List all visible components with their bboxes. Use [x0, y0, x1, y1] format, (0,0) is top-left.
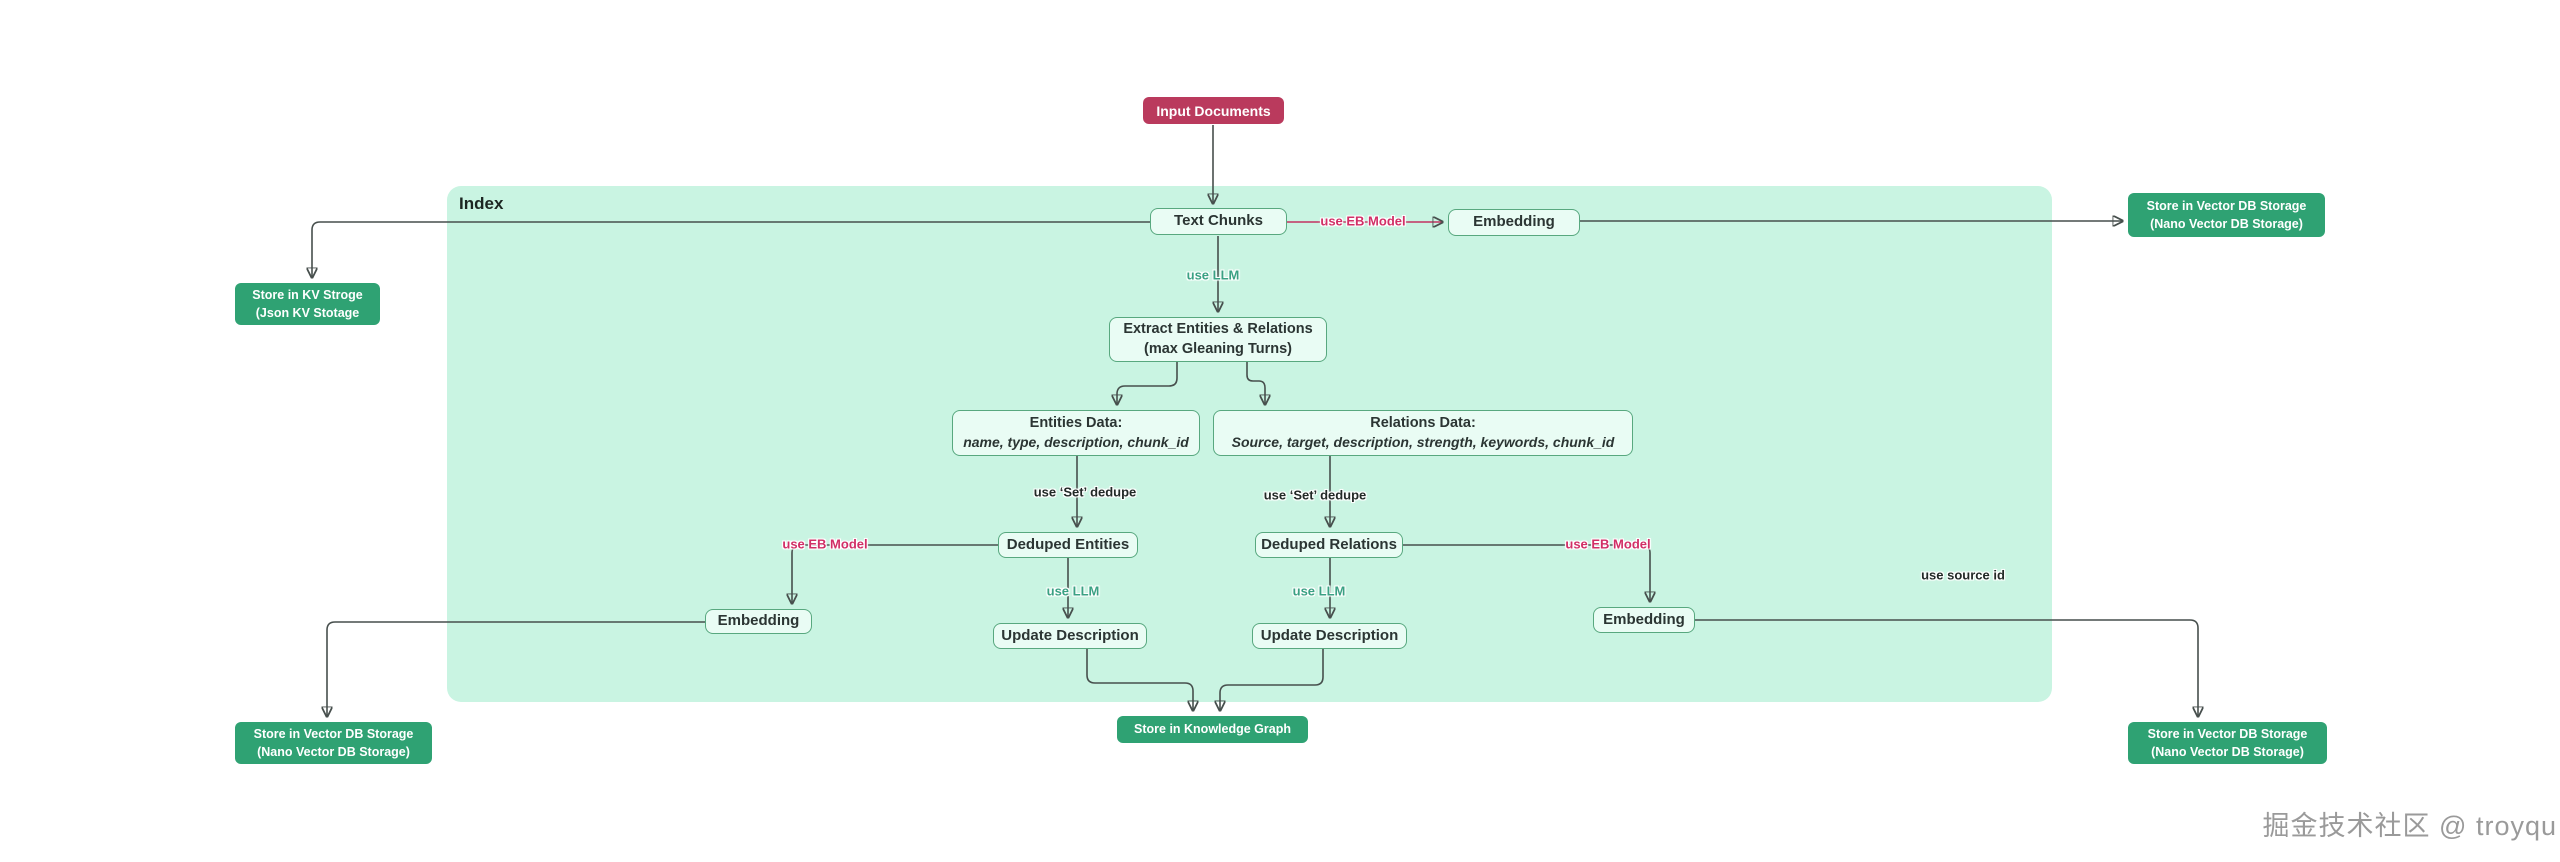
- edge-label-use-eb-model-right: use EB Model: [1565, 536, 1651, 552]
- edge-extract-to-relations: [1246, 362, 1265, 404]
- edge-label-use-source-id: use source id: [1921, 567, 2005, 583]
- node-embedding-top-label: Embedding: [1473, 213, 1555, 231]
- edge-update-right-to-kg: [1220, 649, 1324, 710]
- edge-label-use-llm-right: use LLM: [1292, 583, 1346, 599]
- node-store-vector-bottom-right: Store in Vector DB Storage (Nano Vector …: [2128, 722, 2327, 764]
- node-store-kv-line2: (Json KV Stotage: [255, 306, 360, 320]
- edge-chunks-to-kv: [312, 221, 1150, 277]
- node-store-kv: Store in KV Stroge (Json KV Stotage: [235, 283, 380, 325]
- node-update-description-right-label: Update Description: [1260, 626, 1399, 644]
- edge-label-use-eb-model-top: use EB Model: [1320, 213, 1406, 229]
- edge-deduped-to-embedding-right: [1403, 544, 1650, 601]
- node-store-kv-line1: Store in KV Stroge: [252, 287, 363, 302]
- node-input-documents: Input Documents: [1143, 97, 1284, 124]
- node-relations-data-fields: Source, target, description, strength, k…: [1231, 434, 1615, 451]
- node-text-chunks-label: Text Chunks: [1174, 212, 1263, 230]
- node-embedding-left: Embedding: [705, 609, 812, 634]
- node-update-description-left: Update Description: [993, 623, 1147, 649]
- node-store-knowledge-graph-label: Store in Knowledge Graph: [1134, 722, 1291, 737]
- node-deduped-entities-label: Deduped Entities: [1006, 535, 1130, 553]
- watermark: 掘金技术社区 @ troyqu: [2262, 811, 2557, 841]
- node-extract-line2: (max Gleaning Turns): [1144, 340, 1292, 357]
- edge-label-use-eb-model-left: use EB Model: [782, 536, 868, 552]
- node-input-documents-label: Input Documents: [1156, 102, 1271, 119]
- edge-extract-to-entities: [1117, 362, 1178, 404]
- node-embedding-top: Embedding: [1448, 209, 1580, 236]
- node-deduped-relations-label: Deduped Relations: [1261, 535, 1397, 553]
- edge-label-use-llm-left: use LLM: [1046, 583, 1100, 599]
- node-entities-data: Entities Data: name, type, description, …: [952, 410, 1200, 456]
- node-store-vector-top-right-line2: (Nano Vector DB Storage): [2150, 217, 2303, 231]
- node-entities-data-fields: name, type, description, chunk_id: [963, 434, 1189, 451]
- node-deduped-entities: Deduped Entities: [998, 532, 1138, 558]
- edge-label-use-set-dedupe-right: use ‘Set’ dedupe: [1263, 487, 1367, 503]
- edge-embedding-left-to-store-bl: [327, 621, 705, 716]
- node-store-vector-top-right-line1: Store in Vector DB Storage: [2146, 198, 2307, 213]
- node-store-vector-top-right: Store in Vector DB Storage (Nano Vector …: [2128, 193, 2325, 237]
- node-relations-data: Relations Data: Source, target, descript…: [1213, 410, 1633, 456]
- node-store-vector-bottom-left: Store in Vector DB Storage (Nano Vector …: [235, 722, 432, 764]
- edge-update-left-to-kg: [1086, 649, 1193, 710]
- node-store-vector-bottom-right-line2: (Nano Vector DB Storage): [2151, 745, 2304, 759]
- node-embedding-right: Embedding: [1593, 607, 1695, 633]
- edge-embedding-right-to-store-br: [1695, 619, 2198, 716]
- node-update-description-right: Update Description: [1252, 623, 1407, 649]
- node-store-vector-bottom-left-line1: Store in Vector DB Storage: [253, 726, 414, 741]
- edge-label-use-set-dedupe-left: use ‘Set’ dedupe: [1033, 484, 1137, 500]
- node-relations-data-title: Relations Data:: [1370, 414, 1476, 431]
- node-extract-line1: Extract Entities & Relations: [1123, 320, 1313, 337]
- node-embedding-right-label: Embedding: [1603, 610, 1685, 628]
- edge-label-use-llm-top: use LLM: [1186, 267, 1240, 283]
- node-entities-data-title: Entities Data:: [1029, 414, 1123, 431]
- node-update-description-left-label: Update Description: [1001, 626, 1139, 644]
- node-store-vector-bottom-left-line2: (Nano Vector DB Storage): [257, 745, 410, 759]
- node-store-knowledge-graph: Store in Knowledge Graph: [1117, 716, 1308, 743]
- node-extract-entities-relations: Extract Entities & Relations (max Gleani…: [1109, 317, 1327, 362]
- node-text-chunks: Text Chunks: [1150, 208, 1287, 235]
- node-store-vector-bottom-right-line1: Store in Vector DB Storage: [2147, 726, 2308, 741]
- edge-deduped-to-embedding-left: [792, 544, 998, 603]
- node-deduped-relations: Deduped Relations: [1255, 532, 1403, 558]
- subgraph-index-label: Index: [459, 194, 504, 213]
- node-embedding-left-label: Embedding: [717, 612, 800, 630]
